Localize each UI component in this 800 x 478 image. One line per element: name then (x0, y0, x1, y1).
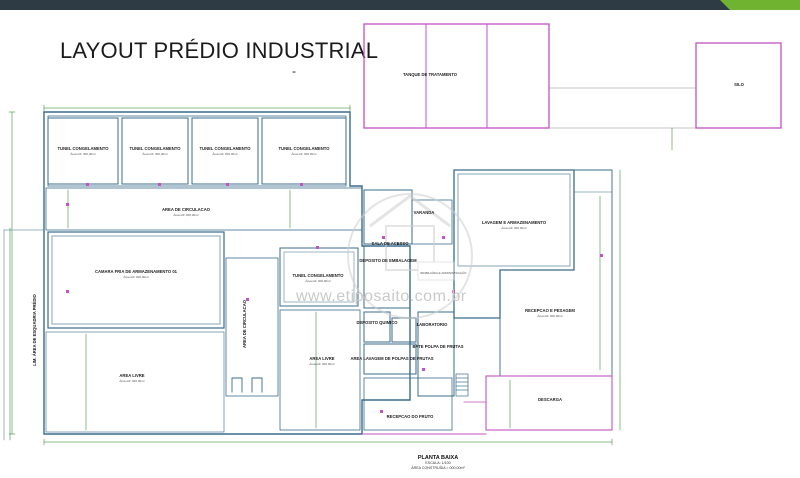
outer-wall-right-wing (453, 169, 575, 319)
svg-text:Área útil: 000,00m²: Área útil: 000,00m² (305, 279, 330, 283)
svg-text:Área útil: 000,00m²: Área útil: 000,00m² (123, 275, 148, 279)
room-camara-fria: CAMARA FRIA DE ARMAZENAMENTO 01 (95, 269, 178, 274)
top-bar (0, 0, 800, 10)
watermark-text: www.etiposaito.com.br (295, 288, 467, 305)
room-silo: SILO (734, 82, 745, 87)
silo-outline (695, 42, 782, 129)
svg-text:Área útil: 000,00m²: Área útil: 000,00m² (212, 152, 237, 156)
room-tunel-2: TUNEL CONGELAMENTO (129, 146, 181, 151)
page-title: LAYOUT PRÉDIO INDUSTRIAL (60, 38, 379, 63)
room-tunel-1: TUNEL CONGELAMENTO (57, 146, 109, 151)
room-area-lavagem: AREA LAVAGEM DE POLPAS DE FRUTAS (350, 356, 433, 361)
room-descarga: DESCARGA (538, 397, 562, 402)
room-tunel-3: TUNEL CONGELAMENTO (199, 146, 251, 151)
room-tunel-5: TUNEL CONGELAMENTO (292, 273, 344, 278)
room-recepcao-pesagem: RECEPCAO E PESAGEM (525, 308, 575, 313)
plan-caption: PLANTA BAIXA (418, 455, 458, 461)
svg-text:Área útil: 000,00m²: Área útil: 000,00m² (173, 213, 198, 217)
plan-area: ÁREA CONSTRUÍDA = 000,00m² (411, 466, 465, 470)
room-varanda: VARANDA (414, 210, 435, 215)
svg-text:Área útil: 000,00m²: Área útil: 000,00m² (291, 152, 316, 156)
room-bate-polpa: BATE POLPA DE FRUTAS (412, 344, 463, 349)
room-tanque: TANQUE DE TRATAMENTO (403, 72, 458, 77)
title-dash: - (292, 64, 296, 78)
room-area-livre-left: AREA LIVRE (119, 373, 144, 378)
svg-text:Área útil: 000,00m²: Área útil: 000,00m² (70, 152, 95, 156)
room-area-circulacao: AREA DE CIRCULACAO (162, 207, 211, 212)
room-sala-acesso: SALA DE ACESSO (372, 241, 410, 246)
top-bar-accent (720, 0, 800, 10)
svg-text:Área útil: 000,00m²: Área útil: 000,00m² (537, 314, 562, 318)
room-tunel-4: TUNEL CONGELAMENTO (278, 146, 330, 151)
svg-text:Área útil: 000,00m²: Área útil: 000,00m² (501, 226, 526, 230)
vertical-limit-label: LIM. ÁREA DE ESQUADRIA PRÉDIO (32, 293, 37, 365)
svg-text:Área útil: 000,00m²: Área útil: 000,00m² (142, 152, 167, 156)
tanque-outline (363, 23, 550, 129)
plan-scale: ESCALA: 1/100 (425, 461, 450, 465)
room-lavagem-armazenamento: LAVAGEM E ARMAZENAMENTO (482, 220, 547, 225)
watermark-logo (347, 193, 473, 319)
room-recepcao-fruto: RECEPCAO DO FRUTO (387, 414, 434, 419)
svg-text:Área útil: 000,00m²: Área útil: 000,00m² (119, 379, 144, 383)
room-area-livre-mid: AREA LIVRE (309, 356, 334, 361)
room-deposito-quimico: DEPOSITO QUIMICO (356, 320, 398, 325)
room-circulacao-vertical: AREA DE CIRCULACAO (242, 299, 247, 348)
room-deposito-embalagem: DEPOSITO DE EMBALAGEM (359, 258, 417, 263)
watermark-box-text: IMOBILIÁRIA E ADMINISTRAÇÃO (420, 270, 467, 275)
room-laboratorio: LABORATORIO (417, 322, 449, 327)
svg-text:Área útil: 000,00m²: Área útil: 000,00m² (309, 362, 334, 366)
